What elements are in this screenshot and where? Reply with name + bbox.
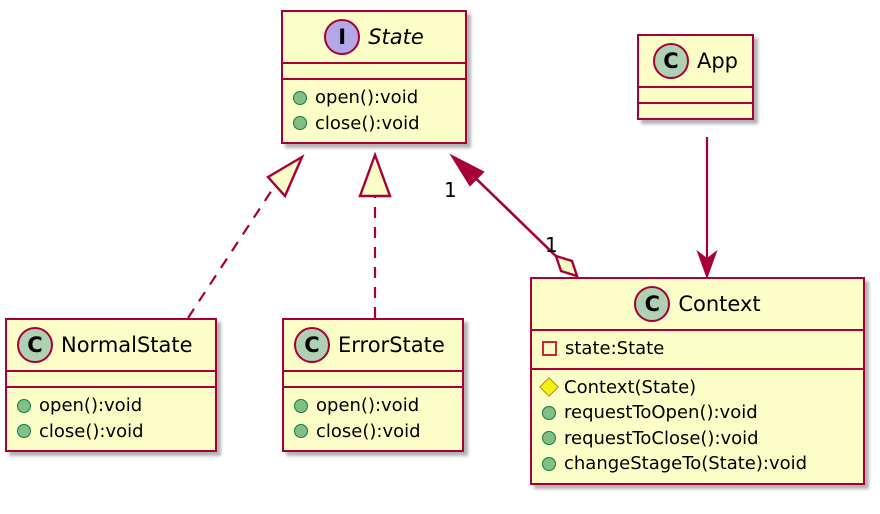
edge-errorstate-implements-state	[358, 151, 392, 318]
edge-normalstate-implements-state	[187, 154, 305, 319]
class-icon: C	[634, 286, 671, 322]
hollow-diamond-at-context	[554, 254, 579, 278]
errorstate-title-compartment: C ErrorState	[284, 320, 462, 370]
member-label: open():void	[316, 395, 420, 416]
member-row: close():void	[17, 419, 207, 445]
normalstate-methods-compartment: open():void close():void	[7, 386, 215, 450]
multiplicity-context-end: 1	[545, 233, 558, 257]
class-box-context[interactable]: C Context state:State Context(State) req…	[530, 277, 865, 485]
member-label: close():void	[316, 420, 421, 442]
member-label: close():void	[39, 420, 144, 442]
class-name-app: App	[696, 49, 739, 73]
realization-line-normalstate	[187, 189, 273, 319]
member-row: close():void	[294, 419, 454, 445]
member-row: close():void	[293, 111, 457, 137]
interface-icon: I	[324, 19, 361, 55]
state-methods-compartment: open():void close():void	[283, 78, 465, 142]
hollow-triangle-errorstate	[358, 151, 392, 198]
public-visibility-icon	[17, 398, 31, 413]
public-visibility-icon	[542, 456, 556, 471]
state-title-compartment: I State	[283, 12, 465, 62]
class-icon: C	[652, 43, 689, 79]
filled-arrow-to-context	[696, 249, 718, 280]
errorstate-attributes-compartment	[284, 370, 462, 386]
public-visibility-icon	[542, 405, 556, 420]
member-row: changeStageTo(State):void	[542, 451, 855, 477]
class-box-normalstate[interactable]: C NormalState open():void close():void	[5, 318, 217, 453]
app-title-compartment: C App	[639, 36, 752, 86]
multiplicity-state-end: 1	[444, 178, 457, 202]
member-row: requestToClose():void	[542, 426, 855, 452]
context-title-compartment: C Context	[532, 279, 863, 329]
member-row: requestToOpen():void	[542, 400, 855, 426]
package-visibility-icon	[539, 377, 559, 398]
app-attributes-compartment	[639, 86, 752, 102]
public-visibility-icon	[293, 90, 307, 105]
member-label: changeStageTo(State):void	[564, 453, 808, 475]
normalstate-attributes-compartment	[7, 370, 215, 386]
public-visibility-icon	[293, 116, 307, 131]
state-attributes-compartment	[283, 62, 465, 78]
class-box-app[interactable]: C App	[637, 34, 754, 120]
member-label: Context(State)	[564, 376, 697, 398]
member-row: Context(State)	[539, 375, 855, 401]
context-attributes-compartment: state:State	[532, 329, 863, 368]
public-visibility-icon	[542, 431, 556, 446]
class-box-state[interactable]: I State open():void close():void	[281, 10, 467, 145]
context-methods-compartment: Context(State) requestToOpen():void requ…	[532, 367, 863, 483]
member-label: requestToClose():void	[564, 427, 759, 449]
class-box-errorstate[interactable]: C ErrorState open():void close():void	[282, 318, 464, 453]
class-icon: C	[294, 327, 330, 363]
member-label: close():void	[315, 112, 420, 134]
member-label: open():void	[315, 87, 419, 108]
class-icon: C	[17, 327, 53, 363]
public-visibility-icon	[17, 424, 31, 439]
edge-app-uses-context	[696, 137, 718, 280]
member-label: requestToOpen():void	[564, 402, 758, 424]
edge-context-aggregates-state	[449, 153, 579, 278]
hollow-triangle-normalstate	[266, 154, 305, 199]
app-methods-compartment	[639, 102, 752, 118]
member-row: open():void	[17, 393, 207, 419]
normalstate-title-compartment: C NormalState	[7, 320, 215, 370]
class-name-errorstate: ErrorState	[338, 333, 445, 357]
private-visibility-icon	[542, 341, 557, 357]
errorstate-methods-compartment: open():void close():void	[284, 386, 462, 450]
class-name-normalstate: NormalState	[61, 333, 193, 357]
member-label: state:State	[565, 338, 665, 359]
member-row: state:State	[542, 336, 855, 362]
member-row: open():void	[294, 393, 454, 419]
class-name-context: Context	[678, 292, 761, 316]
member-label: open():void	[39, 395, 143, 416]
member-row: open():void	[293, 85, 457, 111]
class-name-state: State	[368, 25, 424, 49]
public-visibility-icon	[294, 424, 308, 439]
public-visibility-icon	[294, 398, 308, 413]
